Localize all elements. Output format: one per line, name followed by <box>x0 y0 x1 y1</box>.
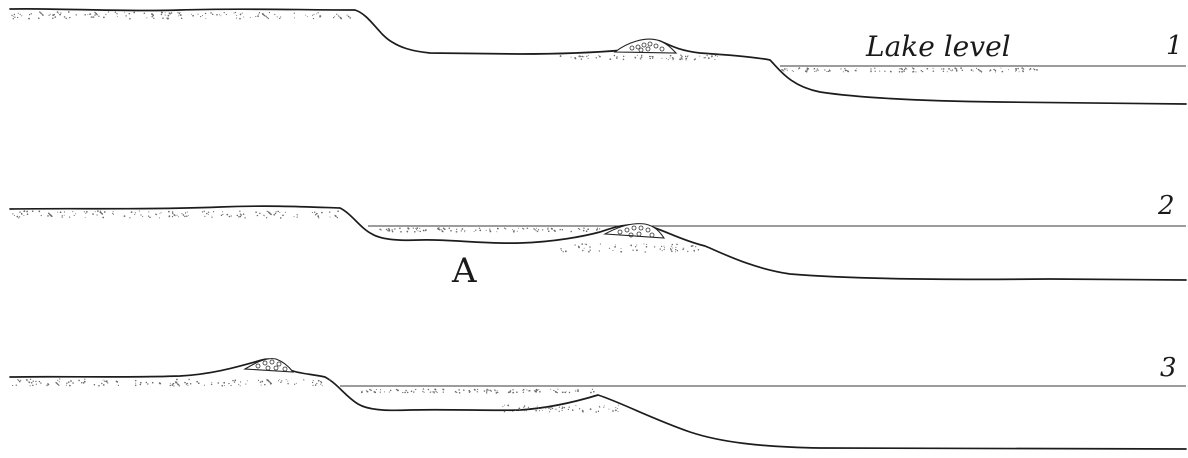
ground-profile-2 <box>10 206 1186 280</box>
point-a-label: A <box>451 251 477 291</box>
sand-stipple-3 <box>12 378 619 412</box>
sand-stipple-2 <box>12 210 699 252</box>
stage-2-label: 2 <box>1157 191 1175 221</box>
profile-1: Lake level 1 <box>10 9 1186 104</box>
beach-ridge-3 <box>245 359 293 372</box>
stage-1-label: 1 <box>1166 31 1183 61</box>
stage-3-label: 3 <box>1160 353 1177 383</box>
lake-level-label: Lake level <box>865 30 1011 63</box>
ground-profile-3 <box>10 359 1186 449</box>
beach-ridge-1 <box>615 39 676 53</box>
profile-2: A 2 <box>10 191 1186 291</box>
profile-3: 3 <box>10 353 1186 449</box>
